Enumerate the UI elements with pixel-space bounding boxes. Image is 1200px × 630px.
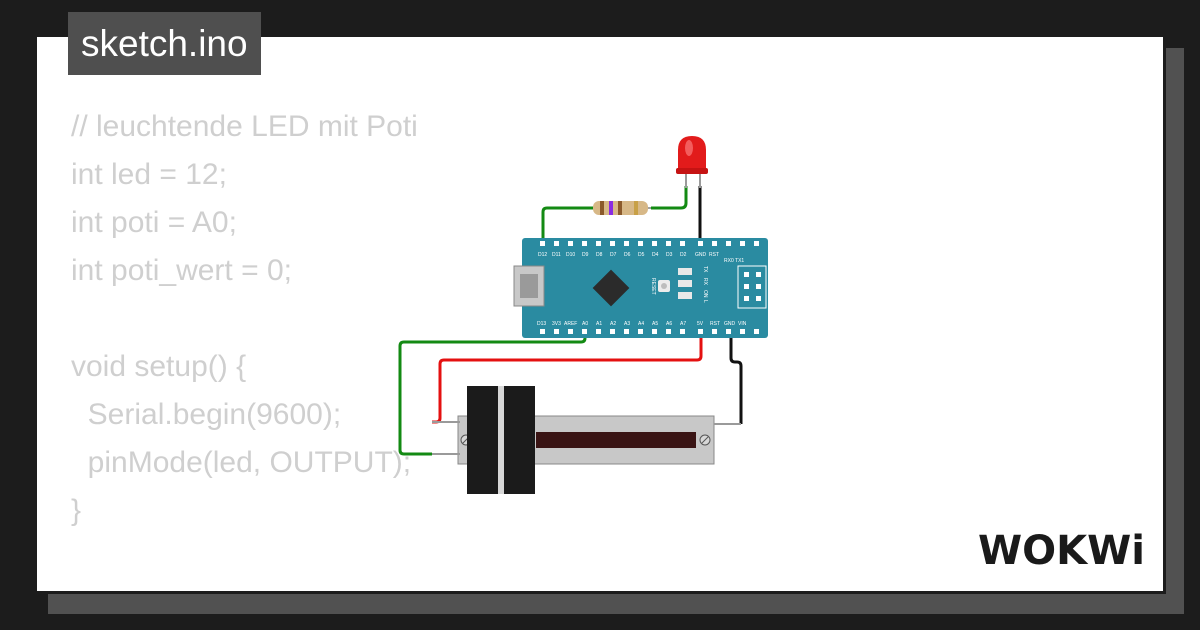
pin-label-a0: A0 xyxy=(582,321,588,327)
l-label: L xyxy=(702,300,708,303)
pin-label-a7: A7 xyxy=(680,321,686,327)
pin-label-d11: D11 xyxy=(552,252,561,258)
pin-label-vin: VIN xyxy=(738,321,747,327)
pin-label-a4: A4 xyxy=(638,321,644,327)
pin-label-d4: D4 xyxy=(652,252,659,258)
pin-label-d7: D7 xyxy=(610,252,617,258)
pin-label-a3: A3 xyxy=(624,321,630,327)
pin-label-rst-bottom: RST xyxy=(710,321,720,327)
wire-green-a0 xyxy=(398,330,587,456)
wire-black-gnd-bottom xyxy=(729,330,743,424)
pin-label-d10: D10 xyxy=(566,252,575,258)
tx-label: TX xyxy=(702,266,708,273)
pin-label-gnd: GND xyxy=(695,252,707,258)
wokwi-logo-text: WOKWi xyxy=(978,528,1145,574)
pin-label-a1: A1 xyxy=(596,321,602,327)
code-line: Serial.begin(9600); xyxy=(71,398,342,431)
arduino-nano: D12 D11 D10 D9 D8 D7 D6 D5 D4 D3 D2 GND … xyxy=(513,238,768,338)
slide-potentiometer xyxy=(432,386,741,494)
pin-label-d12: D12 xyxy=(538,252,547,258)
wire-green-d12 xyxy=(541,206,593,244)
pin-label-gnd-bottom: GND xyxy=(724,321,736,327)
pin-label-aref: AREF xyxy=(564,321,577,327)
reset-label: RESET xyxy=(650,278,656,295)
pin-label-d13: D13 xyxy=(537,321,546,327)
pin-label-d9: D9 xyxy=(582,252,589,258)
code-line: void loop() { xyxy=(71,583,418,591)
code-line: } xyxy=(71,494,82,527)
pin-label-a6: A6 xyxy=(666,321,672,327)
code-line: int led = 12; xyxy=(71,158,227,191)
wire-green-led xyxy=(651,186,688,210)
code-line: void setup() { xyxy=(71,350,247,383)
rx-tx-label: RX0 TX1 xyxy=(724,258,744,264)
pin-label-d5: D5 xyxy=(638,252,645,258)
pin-label-3v3: 3V3 xyxy=(552,321,561,327)
pin-label-d6: D6 xyxy=(624,252,631,258)
pin-label-rst: RST xyxy=(709,252,719,258)
filename-tab: sketch.ino xyxy=(68,12,261,75)
led-red xyxy=(676,136,708,188)
pin-label-a5: A5 xyxy=(652,321,658,327)
pin-label-5v: 5V xyxy=(697,321,704,327)
wokwi-logo: WOKWi xyxy=(978,528,1145,574)
rx-label: RX xyxy=(702,278,708,286)
code-line: int poti = A0; xyxy=(71,206,237,239)
pin-label-a2: A2 xyxy=(610,321,616,327)
code-line: // leuchtende LED mit Poti xyxy=(71,110,418,143)
code-listing: // leuchtende LED mit Poti int led = 12;… xyxy=(71,103,418,591)
pin-label-d3: D3 xyxy=(666,252,673,258)
on-label: ON xyxy=(702,290,708,298)
pin-label-d2: D2 xyxy=(680,252,687,258)
code-line: pinMode(led, OUTPUT); xyxy=(71,446,412,479)
pin-label-d8: D8 xyxy=(596,252,603,258)
resistor xyxy=(593,201,651,215)
code-line: int poti_wert = 0; xyxy=(71,254,292,287)
